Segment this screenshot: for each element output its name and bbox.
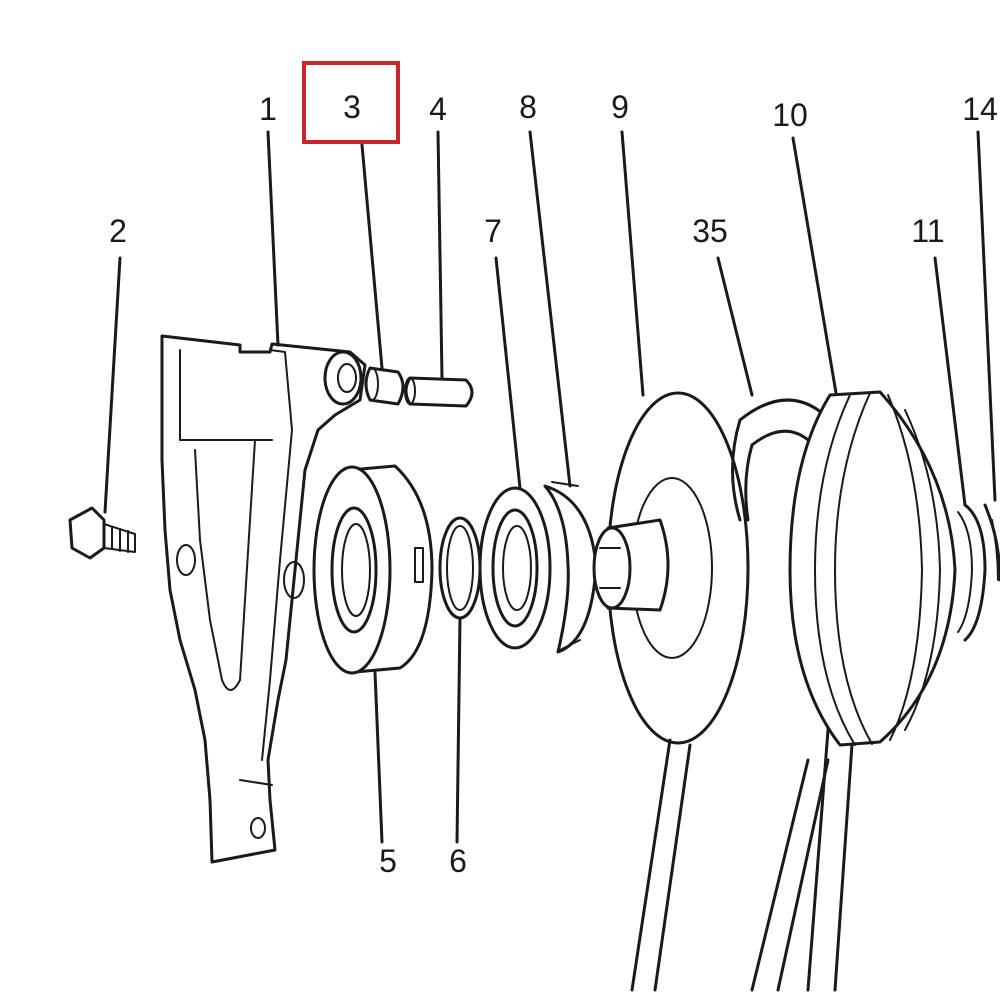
leader-7 — [494, 256, 522, 490]
part-bushing — [364, 366, 405, 406]
part-pulley-half — [592, 391, 750, 745]
callout-labels: 1 2 3 4 5 6 7 8 9 10 11 14 35 — [109, 89, 998, 879]
leader-9 — [620, 130, 645, 397]
callout-3: 3 — [343, 89, 361, 125]
callout-10: 10 — [772, 97, 808, 133]
part-pin — [404, 376, 474, 408]
part-collar — [312, 464, 434, 675]
leader-14 — [976, 130, 997, 502]
callout-5: 5 — [379, 843, 397, 879]
callout-7: 7 — [484, 213, 502, 249]
leader-lines — [103, 130, 997, 844]
callout-8: 8 — [519, 89, 537, 125]
leader-10 — [791, 136, 838, 395]
leader-5 — [373, 670, 384, 844]
leader-6 — [455, 616, 462, 844]
callout-1: 1 — [259, 91, 277, 127]
callout-6: 6 — [449, 843, 467, 879]
leader-8 — [528, 130, 572, 488]
callout-11: 11 — [911, 213, 944, 249]
leader-4 — [436, 130, 444, 380]
leader-11 — [933, 256, 967, 507]
part-bracket-arm — [160, 334, 367, 864]
part-snap-ring — [438, 516, 482, 620]
callout-9: 9 — [611, 89, 629, 125]
leader-3 — [360, 143, 384, 370]
leader-35 — [716, 256, 754, 397]
callout-14: 14 — [962, 91, 998, 127]
callout-4: 4 — [429, 91, 447, 127]
leader-2 — [103, 256, 122, 514]
callout-35: 35 — [692, 213, 728, 249]
part-retaining-ring — [543, 481, 598, 654]
highlight-box — [302, 61, 400, 144]
leader-1 — [266, 130, 280, 347]
callout-2: 2 — [109, 213, 127, 249]
part-grooved-pulley — [788, 390, 957, 747]
part-edge-component — [983, 503, 1000, 582]
part-bolt — [68, 506, 136, 560]
part-bearing — [478, 486, 552, 650]
part-circlip — [957, 503, 987, 642]
